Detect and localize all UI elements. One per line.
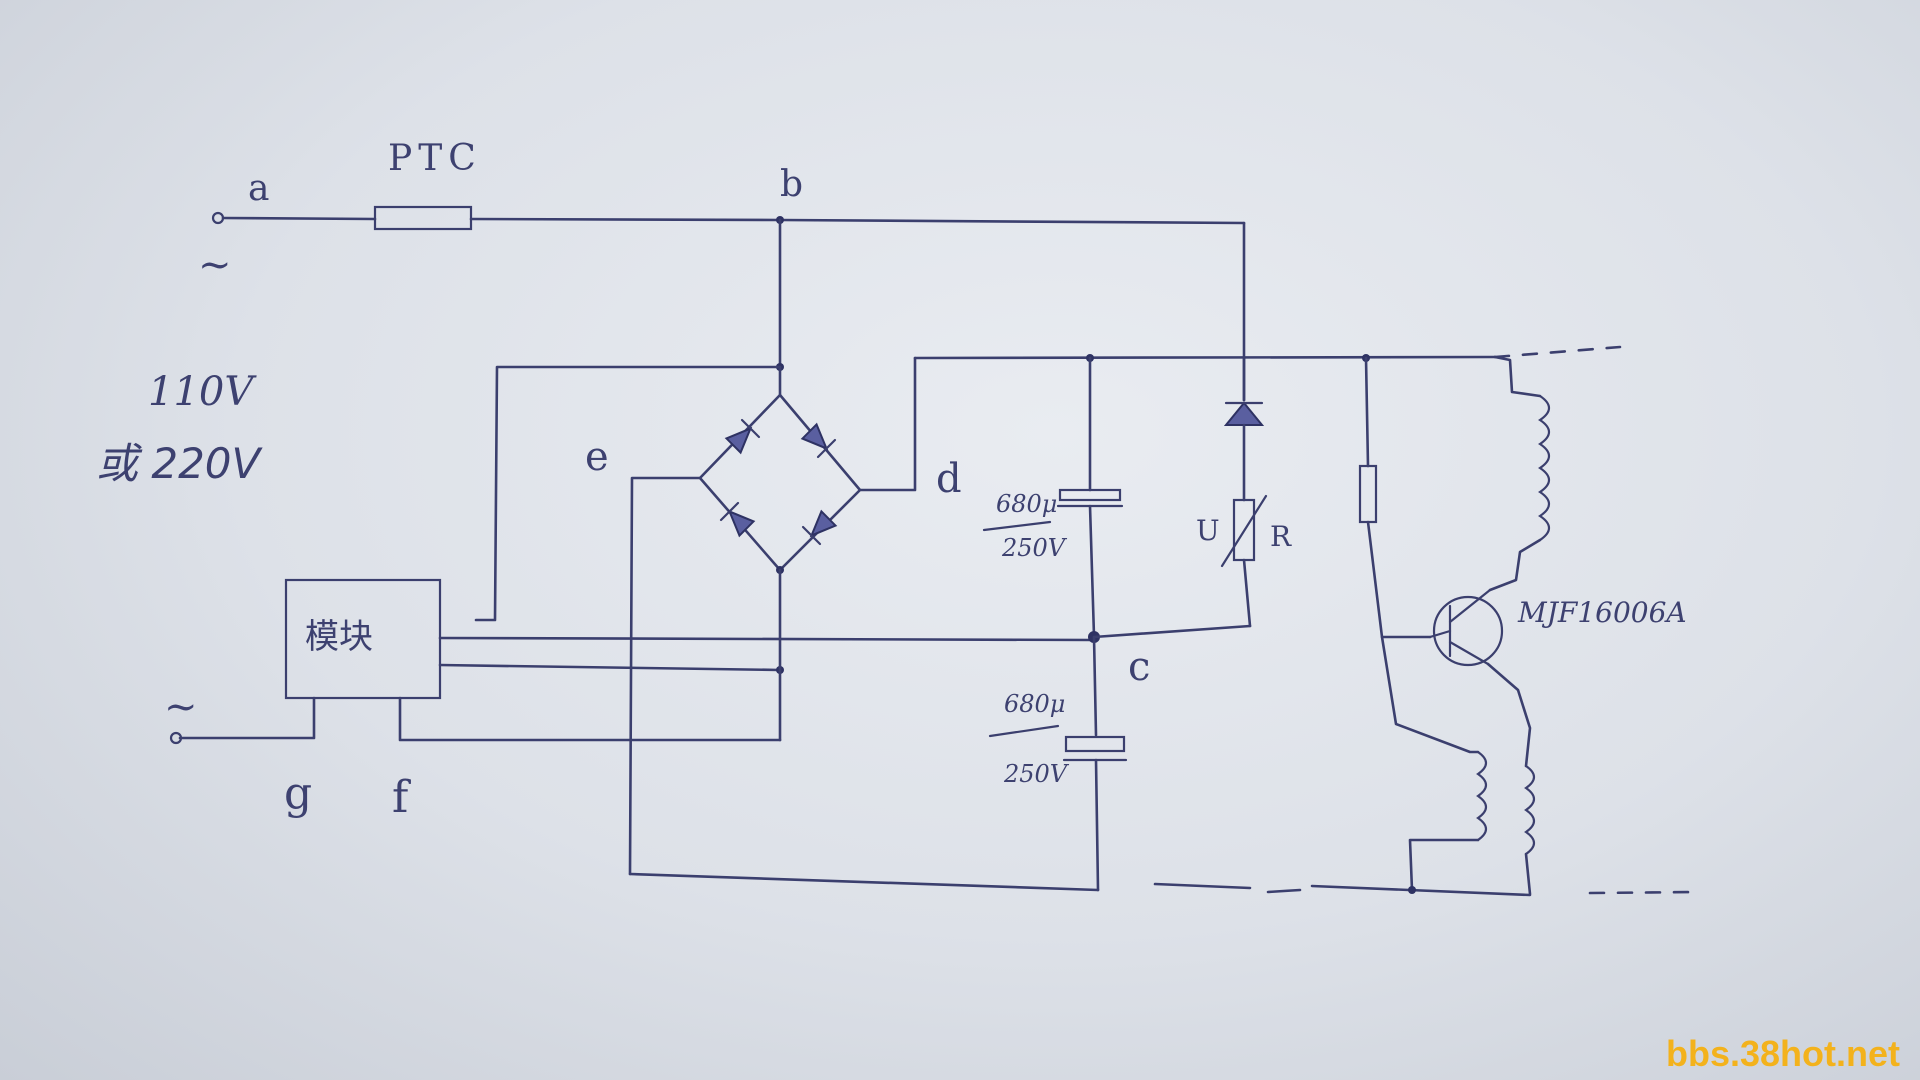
- e-wire: [628, 476, 702, 876]
- label-cap-bottom-voltage: 250V: [1003, 760, 1070, 788]
- label-d: d: [936, 456, 962, 502]
- label-varistor-r: R: [1270, 520, 1292, 553]
- module-label: 模块: [305, 617, 373, 657]
- module-to-c-wire: [438, 636, 1096, 642]
- label-e: e: [585, 434, 609, 480]
- label-voltage-2: 或 220V: [96, 439, 264, 488]
- inductor-lower-right: [1486, 662, 1536, 896]
- watermark-text: bbs.38hot.net: [1666, 1033, 1900, 1074]
- label-tilde-bottom: ~: [164, 684, 198, 730]
- capacitor-top: [1056, 356, 1124, 638]
- f-wire: [398, 696, 782, 742]
- label-varistor-u: U: [1196, 514, 1220, 547]
- bridge-diode-2: [800, 422, 837, 459]
- terminal-g: [169, 731, 183, 745]
- label-tilde-top: ~: [198, 242, 232, 288]
- module-to-bridge-bottom-wire: [438, 663, 782, 672]
- ptc-resistor: [373, 205, 473, 231]
- label-g: g: [284, 768, 312, 819]
- label-transistor: MJF16006A: [1517, 596, 1687, 629]
- varistor: [1092, 494, 1268, 639]
- label-a: a: [248, 168, 269, 209]
- zener-diode: [1223, 356, 1265, 502]
- capacitor-bottom: [1062, 635, 1128, 892]
- positive-rail: [913, 345, 1622, 362]
- bridge-diode-1: [724, 418, 761, 455]
- label-f: f: [392, 772, 411, 823]
- inductor-top: [1488, 355, 1551, 592]
- label-b: b: [780, 164, 803, 205]
- bias-resistor: [1358, 356, 1432, 639]
- diode-bridge: [698, 365, 862, 574]
- terminal-a: [211, 211, 225, 225]
- bridge-diode-4: [801, 509, 838, 546]
- g-wire: [178, 696, 316, 740]
- bottom-rail: [628, 872, 1702, 897]
- label-cap-bottom-value: 680μ: [1004, 690, 1065, 718]
- label-voltage-1: 110V: [148, 369, 257, 415]
- inductor-lower-left: [1380, 635, 1488, 892]
- label-ptc: PTC: [388, 138, 482, 179]
- bridge-diode-3: [719, 501, 756, 538]
- label-cap-top-voltage: 250V: [1001, 534, 1068, 562]
- module-to-bridge-wire: [474, 365, 782, 622]
- d-wire: [858, 356, 917, 492]
- label-cap-top-value: 680μ: [996, 490, 1057, 518]
- label-c: c: [1128, 644, 1150, 690]
- transistor: [1428, 588, 1504, 667]
